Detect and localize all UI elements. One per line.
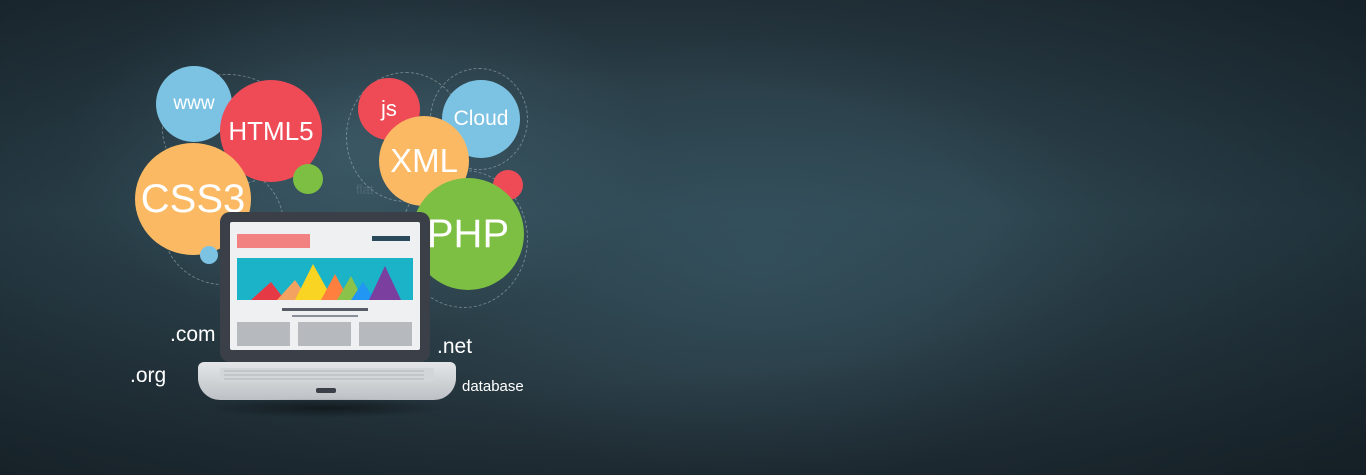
domain-net: .net	[437, 335, 473, 358]
screen-text-line	[282, 308, 368, 311]
mountain-graphic	[251, 264, 401, 300]
keyboard-icon	[220, 368, 434, 393]
www-bubble: www	[156, 66, 232, 142]
screen-menu-bar	[372, 236, 410, 241]
www-label: www	[173, 93, 215, 114]
screen-card	[359, 322, 412, 346]
laptop-keyboard-base	[198, 362, 456, 400]
domain-com: .com	[170, 323, 216, 346]
cloud-label: Cloud	[453, 107, 509, 130]
blue-dot	[200, 246, 218, 264]
php-label: PHP	[426, 211, 510, 256]
laptop-lid	[220, 212, 430, 362]
faint-label: flat	[356, 182, 374, 197]
html5-label: HTML5	[228, 115, 314, 146]
screen-hero	[237, 258, 413, 300]
laptop-illustration	[198, 212, 456, 422]
screen-card	[298, 322, 351, 346]
js-label: js	[381, 96, 397, 121]
screen-text-line	[292, 315, 358, 317]
domain-org: .org	[130, 364, 167, 387]
domain-database: database	[462, 378, 524, 395]
green-dot	[293, 164, 323, 194]
xml-label: XML	[390, 142, 458, 179]
php-bubble: PHP	[412, 178, 524, 290]
laptop-shadow	[204, 398, 450, 418]
screen-header-block	[237, 234, 310, 248]
html5-bubble: HTML5	[220, 80, 322, 182]
laptop-screen	[230, 222, 420, 350]
screen-card	[237, 322, 290, 346]
